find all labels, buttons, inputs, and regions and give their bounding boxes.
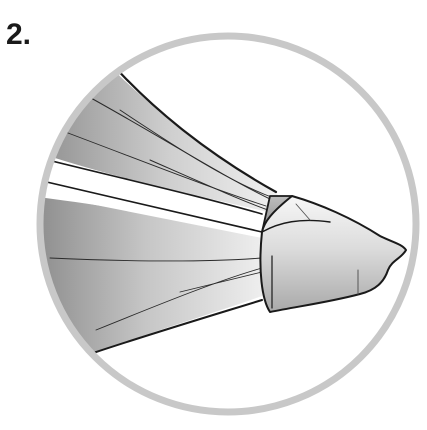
lower-wrap-fold: [30, 196, 262, 356]
tip-cap: [260, 196, 406, 312]
